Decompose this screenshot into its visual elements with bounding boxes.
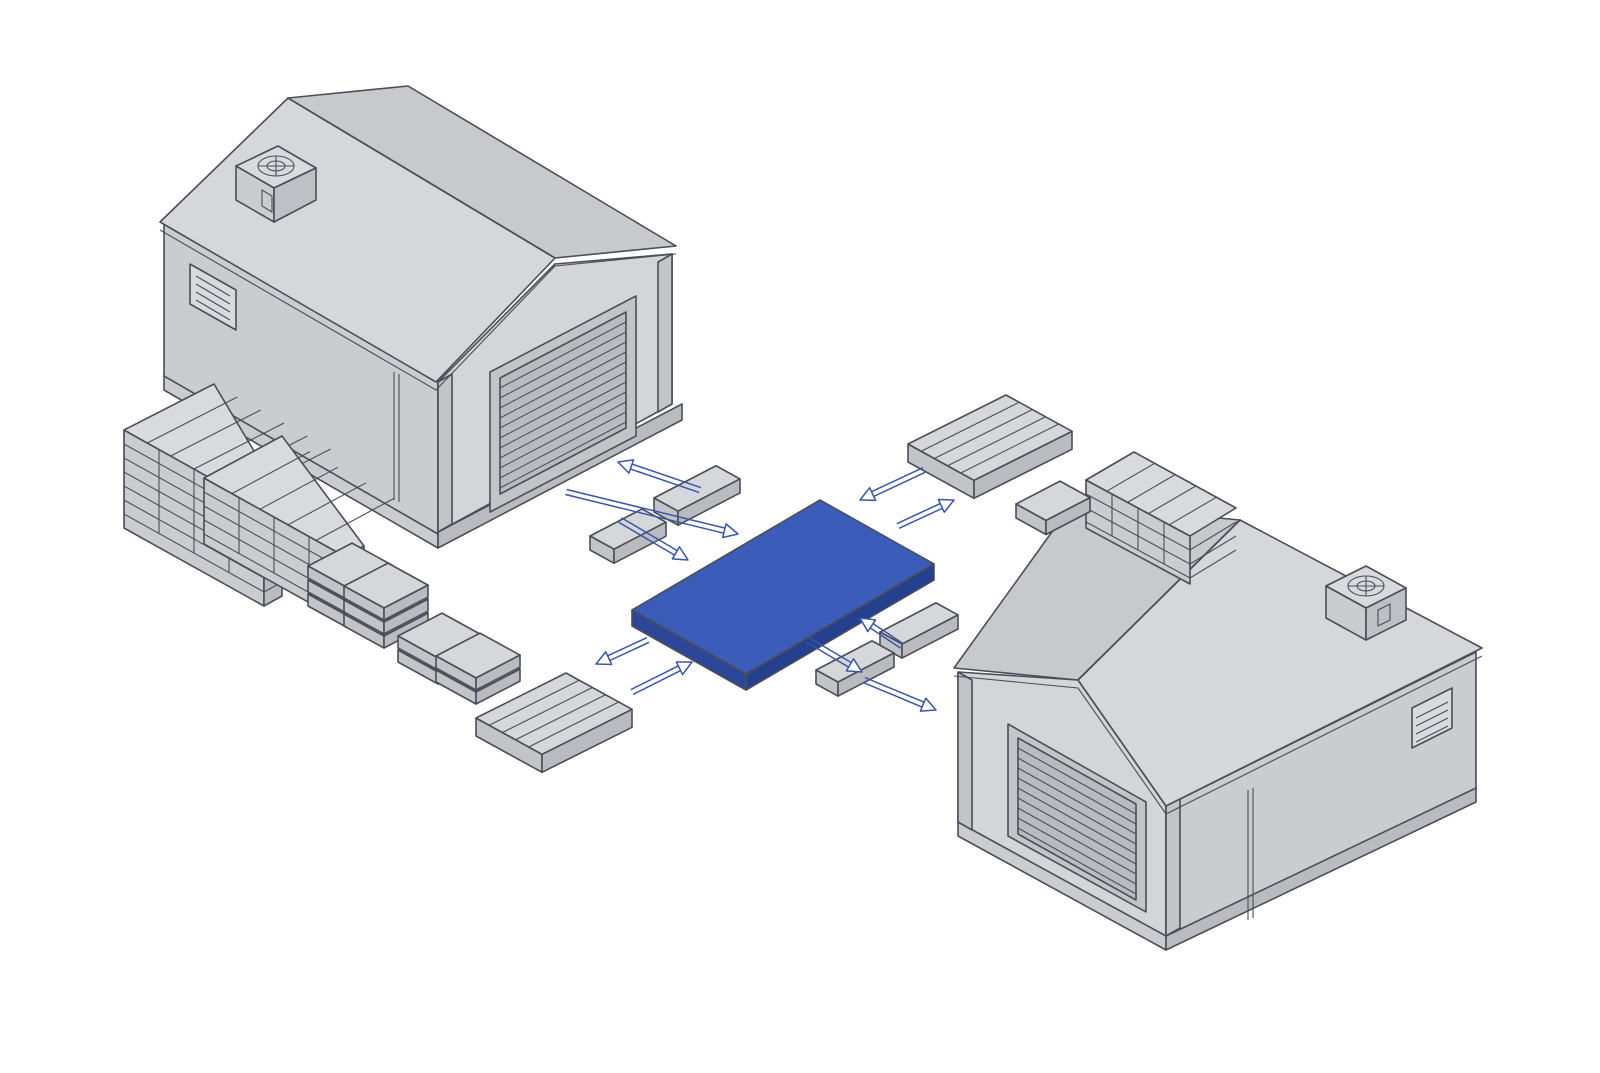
hvac-fan-icon (235, 145, 317, 223)
warehouse-right (953, 503, 1483, 951)
bidirectional-arrow-icon (862, 676, 937, 712)
flat-box-icon (435, 632, 521, 691)
bidirectional-arrow-icon (618, 517, 689, 561)
flat-box-icon (589, 508, 667, 565)
hvac-fan-icon (1325, 565, 1407, 641)
bidirectional-arrow-icon (806, 637, 863, 673)
flow-arrows (565, 459, 955, 712)
roller-door-icon (489, 295, 637, 513)
warehouse-left (159, 85, 683, 549)
bidirectional-arrow-icon (617, 459, 702, 494)
bidirectional-arrow-icon (859, 466, 926, 502)
flat-box-icon (653, 464, 741, 527)
bidirectional-arrow-icon (595, 636, 650, 666)
pallet-icon (907, 394, 1073, 500)
flat-boxes (307, 464, 1091, 705)
roller-door-icon (1007, 723, 1147, 913)
bidirectional-arrow-icon (859, 617, 904, 649)
pallet-icon (475, 672, 633, 774)
flat-box-icon (1015, 480, 1091, 536)
bidirectional-arrow-icon (896, 498, 955, 530)
flat-box-icon (879, 602, 959, 659)
wall-vent-icon (1411, 687, 1453, 749)
flat-box-icon (343, 562, 429, 621)
single-pallets (475, 394, 1073, 774)
bidirectional-arrow-icon (630, 661, 693, 695)
central-hub (631, 499, 935, 691)
pallet-stack-right (1085, 451, 1237, 585)
wall-vent-icon (189, 263, 237, 331)
bidirectional-arrow-icon (565, 488, 739, 539)
